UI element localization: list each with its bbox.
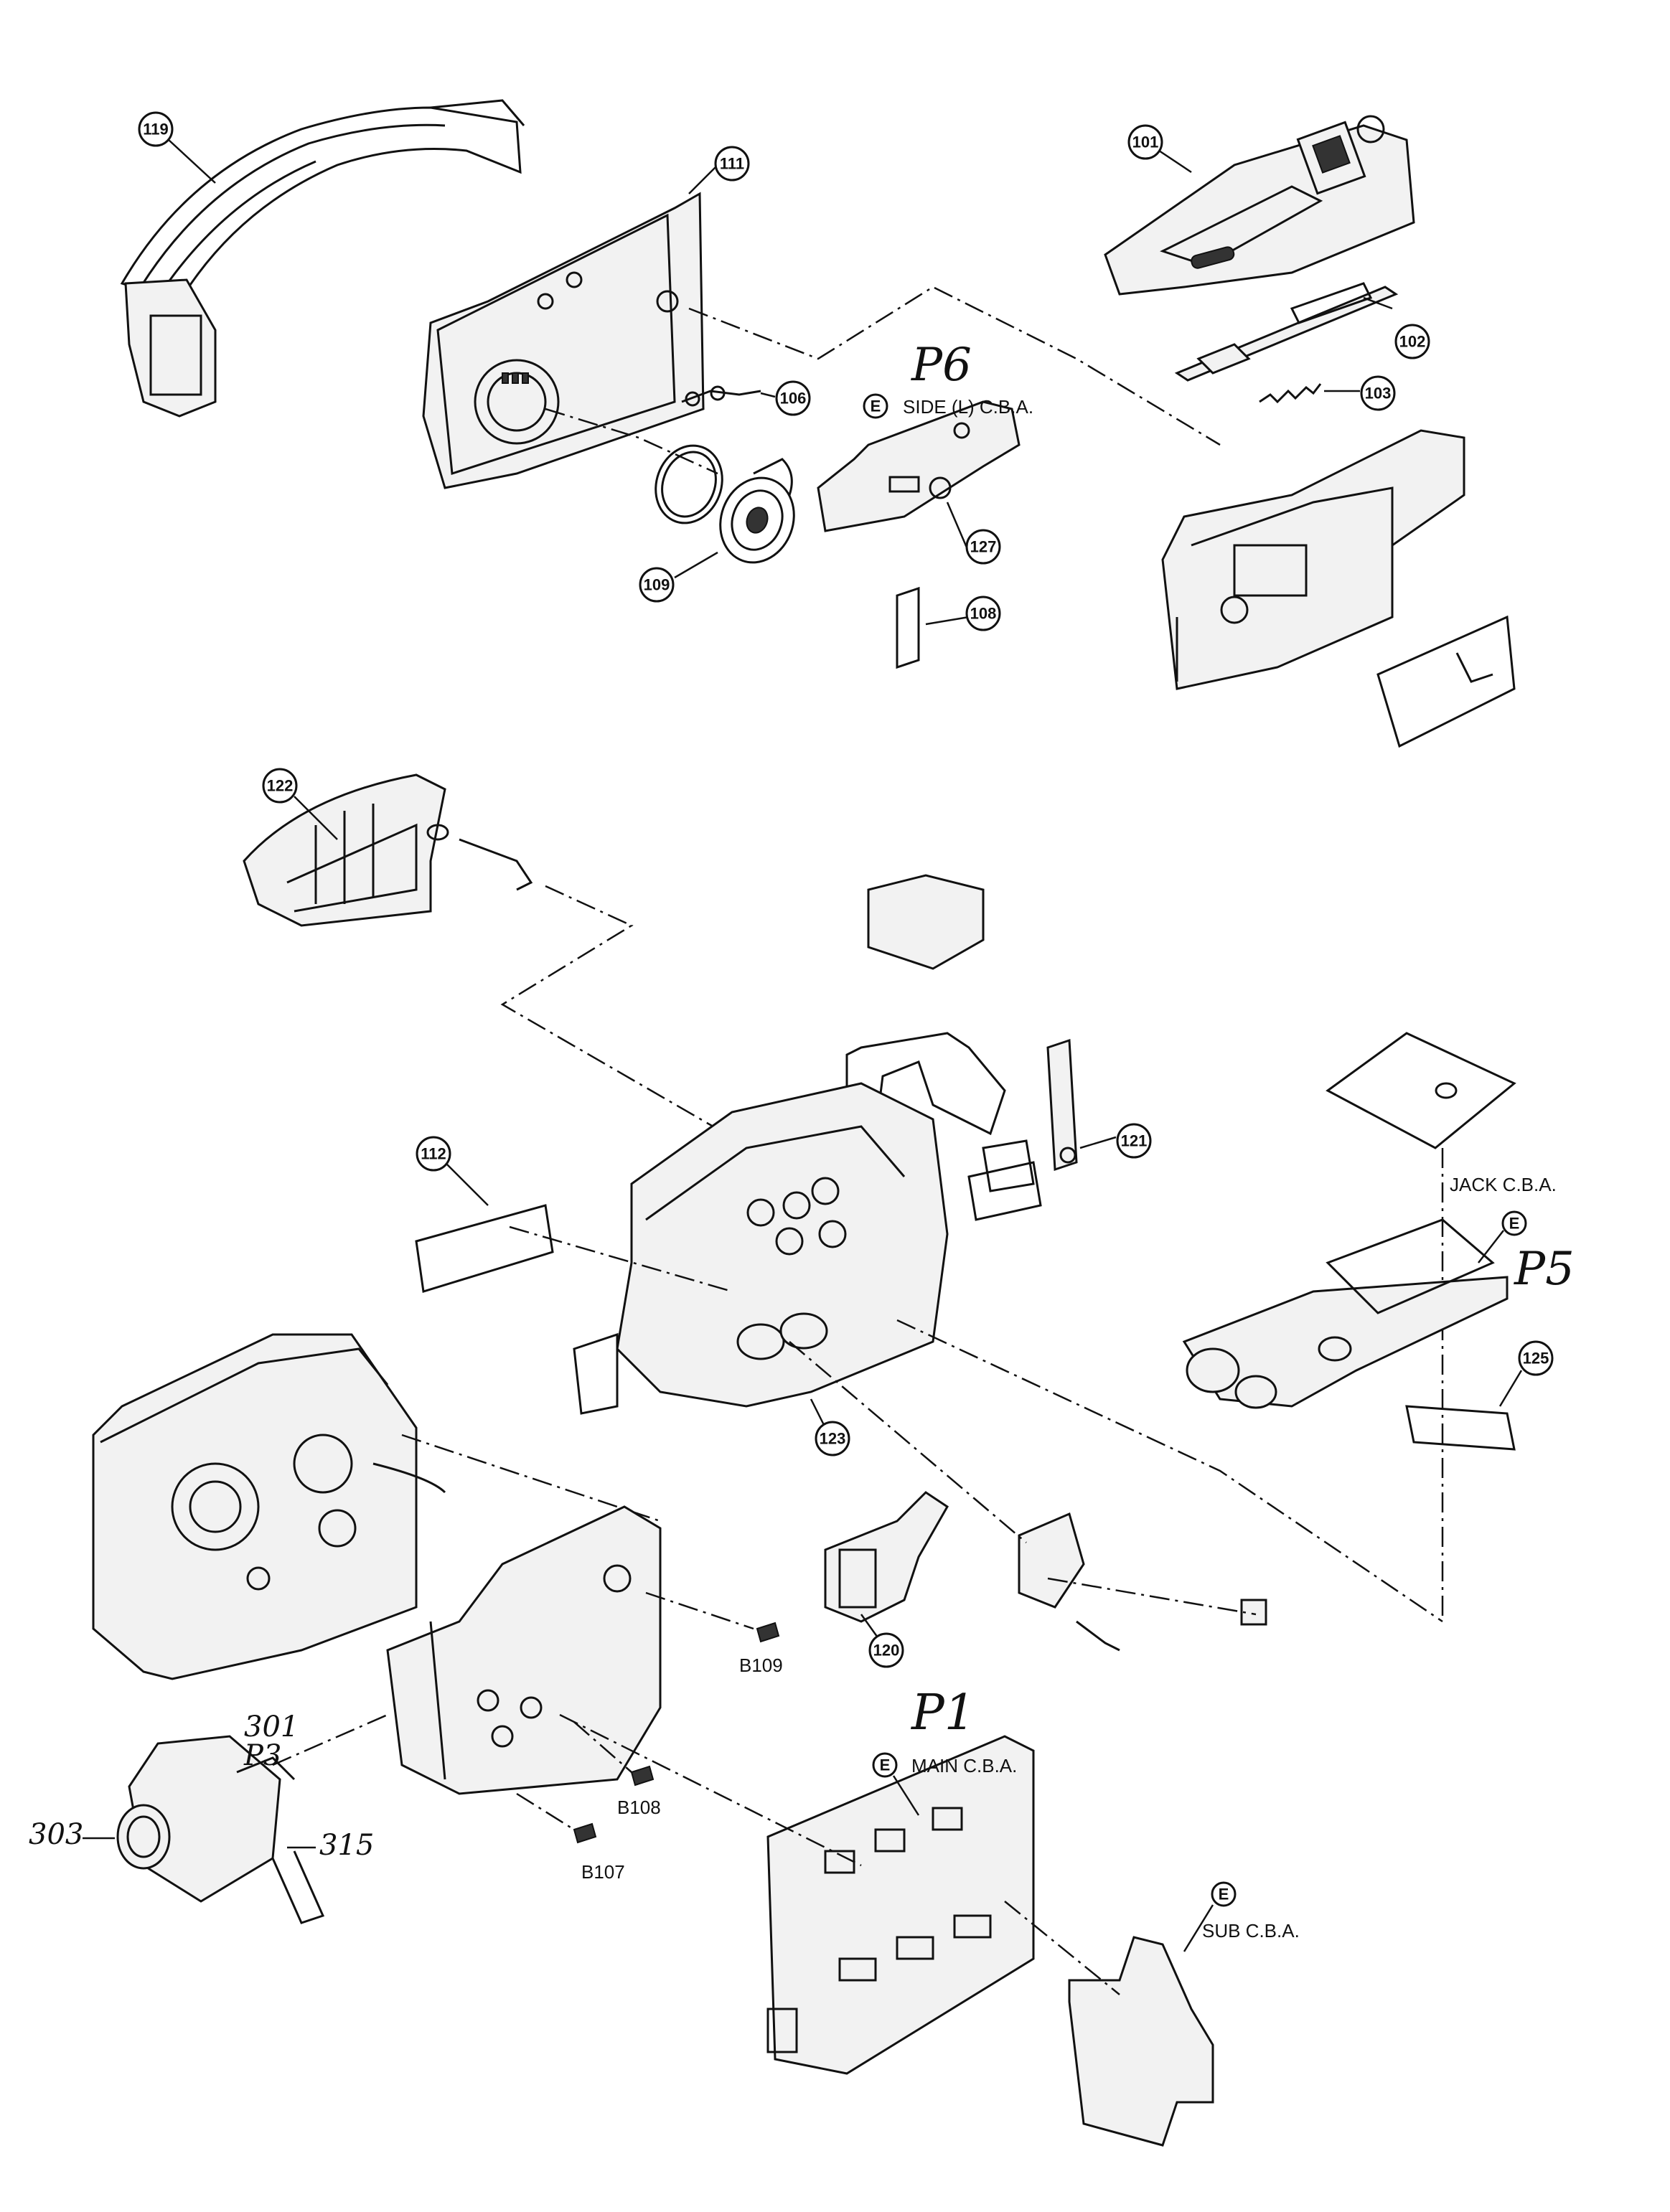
central-chassis xyxy=(573,874,1042,1415)
svg-text:101: 101 xyxy=(1132,133,1159,151)
part-112-tape xyxy=(415,1204,554,1293)
jack-cba-board xyxy=(1182,1218,1509,1409)
sub-cba-label: SUB C.B.A. xyxy=(1202,1920,1300,1942)
jack-marker-text: E xyxy=(1509,1215,1520,1233)
main-cba-board xyxy=(766,1735,1035,2075)
handwritten-p3: P3 xyxy=(243,1739,281,1772)
part-jack-insulator xyxy=(1326,1032,1516,1149)
cassette-mechanism xyxy=(92,1333,446,1680)
part-ring xyxy=(655,444,723,524)
jack-cba-label: JACK C.B.A. xyxy=(1450,1174,1557,1195)
callout-106: 106 xyxy=(775,380,811,416)
main-marker xyxy=(872,1752,898,1778)
side-l-cba-label: SIDE (L) C.B.A. xyxy=(903,396,1033,418)
callout-112: 112 xyxy=(416,1136,451,1172)
handwritten-301: 301 xyxy=(244,1710,299,1743)
sub-frame xyxy=(386,1505,662,1795)
part-103-spring xyxy=(1259,383,1322,404)
screw-b108 xyxy=(630,1765,655,1787)
sub-marker-text: E xyxy=(1219,1886,1229,1903)
callout-127: 127 xyxy=(965,529,1001,565)
side-l-cba-board xyxy=(817,400,1021,669)
handwritten-303: 303 xyxy=(29,1818,83,1851)
part-101-top-cover xyxy=(1104,115,1415,296)
screw-b109-label: B109 xyxy=(739,1655,783,1676)
main-marker-text: E xyxy=(880,1756,891,1774)
callout-125: 125 xyxy=(1518,1340,1554,1376)
callout-121: 121 xyxy=(1116,1123,1152,1159)
svg-text:106: 106 xyxy=(780,390,807,408)
screw-b107 xyxy=(573,1822,597,1844)
handwritten-315: 315 xyxy=(319,1829,374,1862)
handwritten-p1: P1 xyxy=(910,1685,975,1741)
part-125-flat-cable xyxy=(1405,1405,1516,1451)
jack-marker xyxy=(1501,1210,1527,1236)
part-106-clip xyxy=(681,385,761,407)
svg-text:102: 102 xyxy=(1399,333,1426,351)
svg-text:125: 125 xyxy=(1523,1350,1549,1368)
callout-108: 108 xyxy=(965,596,1001,631)
callout-103: 103 xyxy=(1360,375,1396,411)
screw-b109 xyxy=(756,1622,780,1643)
part-small-bracket xyxy=(1018,1512,1267,1652)
callout-111: 111 xyxy=(714,146,750,182)
part-top-frame xyxy=(1161,429,1465,690)
svg-text:103: 103 xyxy=(1365,385,1392,403)
lens-assembly xyxy=(116,1735,325,1924)
callout-119: 119 xyxy=(138,111,174,147)
sub-marker xyxy=(1211,1881,1237,1907)
part-119-handle xyxy=(120,99,525,418)
part-122-front-panel xyxy=(243,773,533,927)
part-insulator-sheet xyxy=(1376,615,1516,748)
svg-text:127: 127 xyxy=(970,538,997,556)
screw-b107-label: B107 xyxy=(581,1861,625,1883)
svg-text:123: 123 xyxy=(820,1430,846,1448)
sub-cba-board xyxy=(1068,1936,1214,2147)
callout-120: 120 xyxy=(868,1632,904,1668)
part-120-bracket xyxy=(824,1491,949,1623)
svg-text:112: 112 xyxy=(421,1145,446,1163)
part-121-bracket xyxy=(982,1038,1078,1192)
part-102-slider xyxy=(1174,282,1399,382)
svg-text:109: 109 xyxy=(644,576,670,594)
svg-text:122: 122 xyxy=(267,777,294,795)
part-111-side-cover xyxy=(422,192,705,489)
callout-109: 109 xyxy=(639,567,675,603)
callout-122: 122 xyxy=(262,768,298,804)
svg-text:121: 121 xyxy=(1121,1132,1148,1150)
svg-text:108: 108 xyxy=(970,605,997,623)
callout-102: 102 xyxy=(1394,324,1430,359)
callout-123: 123 xyxy=(815,1421,850,1456)
callout-101: 101 xyxy=(1127,124,1163,160)
svg-text:120: 120 xyxy=(873,1642,900,1660)
screw-b108-label: B108 xyxy=(617,1797,661,1818)
svg-text:111: 111 xyxy=(720,155,744,173)
handwritten-p6: P6 xyxy=(911,339,972,392)
main-cba-label: MAIN C.B.A. xyxy=(911,1755,1017,1776)
svg-text:119: 119 xyxy=(143,121,169,138)
side-l-marker xyxy=(863,393,888,419)
side-l-marker-text: E xyxy=(871,397,881,415)
handwritten-p5: P5 xyxy=(1514,1243,1575,1296)
part-109-speaker xyxy=(719,458,795,564)
